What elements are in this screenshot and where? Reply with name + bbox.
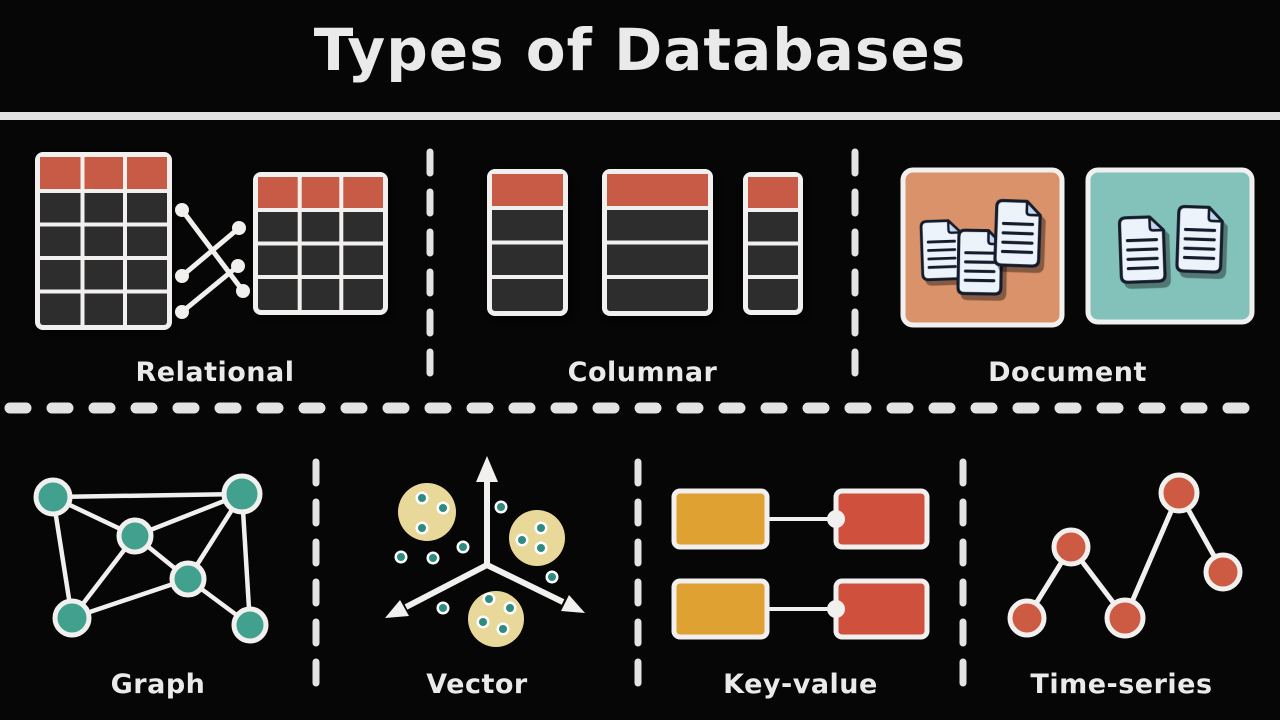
dashed-divider-vertical [634, 458, 642, 696]
key-value-pair [671, 578, 930, 640]
columnar-table-3 [743, 172, 803, 315]
document-box-orange [900, 167, 1065, 328]
section-graph: Graph [0, 450, 316, 700]
dashed-divider-vertical [851, 148, 859, 380]
columnar-tables-icon [487, 169, 803, 316]
relational-tables-icon [35, 152, 388, 330]
key-value-pair [671, 488, 930, 550]
section-relational: Relational [0, 140, 430, 388]
graph-nodes [33, 473, 269, 644]
graph-network-icon [33, 473, 269, 644]
time-series-points [1007, 472, 1243, 639]
document-page-icon [1117, 214, 1167, 285]
dashed-divider-horizontal [4, 402, 1276, 414]
section-label-relational: Relational [135, 357, 295, 388]
section-label-document: Document [988, 357, 1147, 388]
relational-join-lines [175, 203, 250, 319]
title-underline [0, 112, 1280, 120]
section-label-keyvalue: Key-value [723, 669, 878, 700]
vector-axes [385, 456, 585, 618]
page-title: Types of Databases [313, 16, 967, 84]
dashed-divider-vertical [959, 458, 967, 696]
document-files-icon [900, 167, 1255, 328]
document-page-icon [919, 218, 964, 282]
dashed-divider-vertical [426, 148, 434, 380]
section-label-graph: Graph [110, 669, 206, 700]
vector-space-icon [385, 456, 585, 647]
section-label-timeseries: Time-series [1030, 669, 1213, 700]
document-page-icon [1175, 204, 1225, 274]
section-timeseries: Time-series [963, 450, 1280, 700]
section-document: Document [855, 140, 1280, 388]
columnar-table-1 [487, 169, 568, 316]
section-keyvalue: Key-value [638, 450, 963, 700]
section-vector: Vector [316, 450, 638, 700]
dashed-divider-vertical [312, 458, 320, 696]
key-value-pairs-icon [671, 488, 930, 640]
document-box-teal [1085, 167, 1255, 325]
columnar-table-2 [602, 169, 713, 316]
relational-left-table [35, 152, 172, 330]
section-label-columnar: Columnar [567, 357, 718, 388]
section-columnar: Columnar [430, 140, 855, 388]
section-label-vector: Vector [426, 669, 528, 700]
time-series-chart-icon [1007, 472, 1243, 639]
document-page-icon [993, 198, 1043, 268]
relational-right-table [253, 172, 388, 315]
